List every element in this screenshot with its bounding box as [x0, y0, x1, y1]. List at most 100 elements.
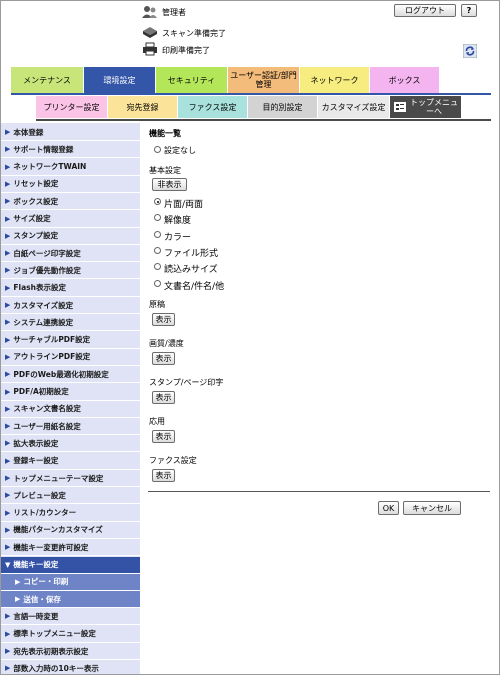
sidebar-item-label: 部数入力時の10キー表示 — [13, 663, 99, 673]
sidebar-item-label: ボックス設定 — [13, 196, 59, 206]
sidebar-item-label: PDFのWeb最適化初期設定 — [13, 369, 109, 379]
section-heading: ファクス設定 — [149, 456, 197, 465]
sidebar-item-label: ジョブ優先動作設定 — [13, 265, 81, 275]
tab-maintenance[interactable]: メンテナンス — [11, 67, 84, 93]
triangle-right-icon: ▶ — [5, 525, 11, 534]
sidebar-item[interactable]: ▶Flash表示設定 — [1, 280, 140, 297]
cancel-button[interactable]: キャンセル — [403, 501, 461, 515]
hide-button[interactable]: 非表示 — [152, 178, 187, 191]
sidebar-item[interactable]: ▶ユーザー用紙名設定 — [1, 418, 140, 436]
sidebar-item[interactable]: ▶白紙ページ印字設定 — [1, 245, 140, 263]
sidebar-item[interactable]: ▶トップメニューテーマ設定 — [1, 470, 140, 487]
basic-option-radio[interactable] — [154, 230, 161, 238]
sidebar-item-label: 拡大表示設定 — [13, 438, 59, 448]
basic-option-radio[interactable] — [154, 214, 161, 222]
ok-button[interactable]: OK — [378, 501, 399, 515]
sidebar-subitem[interactable]: ▶送信・保存 — [1, 591, 140, 609]
sidebar-item-label: 本体登録 — [13, 127, 44, 137]
triangle-right-icon: ▶ — [5, 249, 11, 258]
sidebar-item-label: 機能パターンカスタマイズ — [13, 525, 103, 535]
content-divider — [148, 491, 490, 492]
sidebar-item-label: 宛先表示初期表示設定 — [13, 646, 89, 656]
sidebar-item-label: Flash表示設定 — [13, 283, 66, 293]
tab-security[interactable]: セキュリティ — [156, 67, 228, 93]
subtab-printer[interactable]: プリンター設定 — [36, 96, 108, 118]
sidebar-item[interactable]: ▶サイズ設定 — [1, 211, 140, 228]
subtab-purpose[interactable]: 目的別設定 — [248, 96, 318, 118]
triangle-right-icon: ▶ — [5, 404, 11, 413]
subtab-address[interactable]: 宛先登録 — [108, 96, 178, 118]
basic-settings-heading: 基本設定 — [149, 166, 181, 175]
sidebar-item-label: スタンプ設定 — [13, 231, 59, 241]
sidebar-item[interactable]: ▶ネットワークTWAIN — [1, 159, 140, 176]
sidebar-item[interactable]: ▶ジョブ優先動作設定 — [1, 262, 140, 280]
sidebar-item-label: リセット設定 — [13, 179, 59, 189]
basic-option-radio[interactable] — [154, 246, 161, 254]
sidebar-item[interactable]: ▶宛先表示初期表示設定 — [1, 643, 140, 660]
section-heading: 画質/濃度 — [149, 339, 184, 348]
triangle-right-icon: ▶ — [5, 145, 11, 154]
basic-option-radio[interactable] — [154, 279, 161, 287]
sidebar-item[interactable]: ▶サーチャブルPDF設定 — [1, 332, 140, 349]
triangle-right-icon: ▶ — [5, 335, 11, 344]
sidebar-item[interactable]: ▶拡大表示設定 — [1, 435, 140, 453]
user-label: 管理者 — [162, 8, 186, 17]
sidebar-item[interactable]: ▶カスタマイズ設定 — [1, 297, 140, 314]
sidebar-item[interactable]: ▶スキャン文書名設定 — [1, 401, 140, 418]
show-button[interactable]: 表示 — [152, 391, 175, 404]
subtab-fax[interactable]: ファクス設定 — [178, 96, 248, 118]
help-button[interactable]: ? — [461, 4, 477, 17]
show-button[interactable]: 表示 — [152, 430, 175, 443]
sidebar-item[interactable]: ▶機能キー変更許可設定 — [1, 539, 140, 557]
triangle-right-icon: ▶ — [5, 162, 11, 171]
tab-divider — [11, 93, 491, 95]
sidebar-item-label: 言語一時変更 — [13, 611, 59, 621]
sidebar-item[interactable]: ▶リセット設定 — [1, 176, 140, 193]
sidebar-subitem[interactable]: ▶コピー・印刷 — [1, 573, 140, 591]
subtab-top-menu[interactable]: トップメニューへ — [390, 96, 462, 118]
subtab-customize[interactable]: カスタマイズ設定 — [318, 96, 390, 118]
refresh-icon[interactable] — [463, 44, 477, 58]
triangle-right-icon: ▶ — [5, 352, 11, 361]
triangle-right-icon: ▶ — [5, 474, 11, 482]
triangle-right-icon: ▶ — [5, 128, 11, 136]
admin-user-icon — [142, 6, 157, 18]
tab-environment[interactable]: 環境設定 — [84, 67, 156, 93]
tab-box[interactable]: ボックス — [370, 67, 440, 93]
sidebar-item[interactable]: ▶リスト/カウンター — [1, 505, 140, 522]
sidebar-item[interactable]: ▼機能キー設定 — [1, 556, 140, 574]
triangle-right-icon: ▶ — [5, 197, 11, 206]
sidebar-item-label: トップメニューテーマ設定 — [13, 473, 104, 483]
sidebar-item[interactable]: ▶システム連携設定 — [1, 314, 140, 332]
show-button[interactable]: 表示 — [152, 352, 175, 365]
logout-button[interactable]: ログアウト — [394, 4, 456, 17]
sidebar-item[interactable]: ▶PDFのWeb最適化初期設定 — [1, 366, 140, 384]
basic-option-radio[interactable] — [154, 198, 161, 205]
sidebar-item[interactable]: ▶ボックス設定 — [1, 193, 140, 211]
show-button[interactable]: 表示 — [152, 469, 175, 482]
triangle-right-icon: ▶ — [5, 647, 11, 655]
printer-icon — [143, 42, 157, 56]
sidebar-item-label: スキャン文書名設定 — [13, 404, 81, 414]
sidebar-item[interactable]: ▶機能パターンカスタマイズ — [1, 522, 140, 539]
sidebar-item[interactable]: ▶本体登録 — [1, 124, 140, 141]
sidebar-item[interactable]: ▶スタンプ設定 — [1, 228, 140, 245]
basic-option-label: ファイル形式 — [164, 248, 219, 259]
sidebar-item[interactable]: ▶サポート情報登録 — [1, 141, 140, 159]
triangle-right-icon: ▶ — [15, 577, 21, 586]
tab-network[interactable]: ネットワーク — [300, 67, 370, 93]
tab-user-auth[interactable]: ユーザー認証/部門管理 — [228, 67, 300, 93]
sidebar-item[interactable]: ▶登録キー設定 — [1, 453, 140, 470]
sidebar-item[interactable]: ▶プレビュー設定 — [1, 487, 140, 505]
sidebar-item[interactable]: ▶アウトラインPDF設定 — [1, 349, 140, 366]
sidebar-item[interactable]: ▶PDF/A初期設定 — [1, 384, 140, 401]
sidebar-item[interactable]: ▶部数入力時の10キー表示 — [1, 660, 140, 675]
show-button[interactable]: 表示 — [152, 313, 175, 326]
section-heading: 原稿 — [149, 300, 165, 309]
triangle-right-icon: ▶ — [5, 629, 11, 638]
triangle-right-icon: ▶ — [5, 179, 11, 188]
sidebar-item[interactable]: ▶標準トップメニュー設定 — [1, 626, 140, 643]
none-radio[interactable] — [154, 146, 161, 153]
basic-option-radio[interactable] — [154, 263, 161, 271]
sidebar-item[interactable]: ▶言語一時変更 — [1, 608, 140, 626]
